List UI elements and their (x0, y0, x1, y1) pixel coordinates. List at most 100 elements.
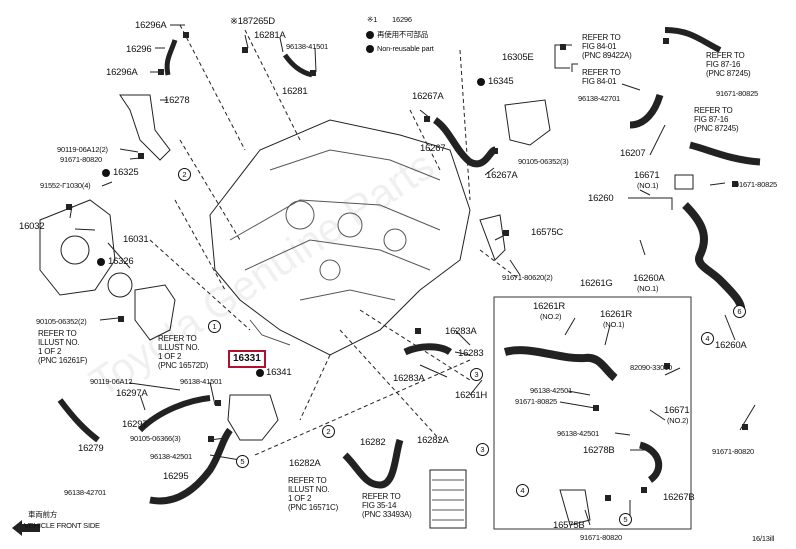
refer-note-7[interactable]: REFER TO FIG 87-16 (PNC 87245) (706, 51, 751, 78)
housing-16032 (39, 199, 116, 296)
note-label: (NO.1) (603, 320, 625, 329)
refer-note-2[interactable]: REFER TO ILLUST NO. 1 OF 2 (PNC 16572D) (158, 334, 209, 370)
part-label[interactable]: 16297A (116, 388, 148, 399)
part-label[interactable]: 16296A (106, 67, 138, 78)
part-label[interactable]: 16267B (663, 492, 695, 503)
refer-note-3[interactable]: REFER TO ILLUST NO. 1 OF 2 (PNC 16571C) (288, 476, 339, 512)
hose-16260 (682, 202, 746, 317)
part-label[interactable]: 16283A (445, 326, 477, 337)
part-label[interactable]: 91671-80820 (580, 533, 623, 542)
callout-4[interactable]: 4 (701, 332, 714, 345)
part-label[interactable]: 90119-06A12(2) (57, 145, 108, 154)
part-label[interactable]: 16671 (634, 170, 660, 181)
part-label[interactable]: 96138-41501 (180, 377, 223, 386)
part-label[interactable]: 16671 (664, 405, 690, 416)
part-label[interactable]: 16260A (633, 273, 665, 284)
part-label[interactable]: ※187265D (230, 16, 275, 27)
refer-note-4[interactable]: REFER TO FIG 35-14 (PNC 33493A) (362, 492, 412, 519)
part-label[interactable]: 91552-Г1030(4) (40, 181, 91, 190)
refer-note-1[interactable]: REFER TO ILLUST NO. 1 OF 2 (PNC 16261F) (38, 329, 88, 365)
callout-1[interactable]: 1 (208, 320, 221, 333)
part-label[interactable]: 16282A (417, 435, 449, 446)
part-label[interactable]: 16296 (126, 44, 152, 55)
part-label[interactable]: 16260A (715, 340, 747, 351)
part-label[interactable]: 16279 (78, 443, 104, 454)
hose-16297 (137, 395, 211, 433)
part-label[interactable]: 16267A (412, 91, 444, 102)
part-label[interactable]: 16207 (620, 148, 646, 159)
part-label[interactable]: 16325 (113, 167, 139, 178)
oil-cooler (429, 469, 467, 529)
part-label[interactable]: 16282 (360, 437, 386, 448)
vehicle-front-jp: 車両前方 (28, 510, 58, 519)
part-label[interactable]: 16031 (123, 234, 149, 245)
part-label[interactable]: 90105-06352(2) (36, 317, 87, 326)
hose-16279 (57, 398, 100, 443)
part-label[interactable]: 16295 (163, 471, 189, 482)
part-label[interactable]: 91671-80825 (515, 397, 558, 406)
part-label[interactable]: 16297 (122, 419, 148, 430)
part-label[interactable]: 16260 (588, 193, 614, 204)
part-label[interactable]: 16278B (583, 445, 615, 456)
part-label[interactable]: 16032 (19, 221, 45, 232)
part-label[interactable]: 90105-06366(3) (130, 434, 181, 443)
part-label[interactable]: 16283 (458, 348, 484, 359)
refer-note-8[interactable]: REFER TO FIG 87-16 (PNC 87245) (694, 106, 739, 133)
callout-2[interactable]: 2 (178, 168, 191, 181)
hose-16296 (164, 39, 178, 76)
part-label[interactable]: 16283A (393, 373, 425, 384)
right-group-box (493, 296, 692, 530)
part-label[interactable]: 16261H (455, 390, 488, 401)
part-label[interactable]: 16261R (533, 301, 566, 312)
note-label: (NO.2) (540, 312, 562, 321)
callout-2[interactable]: 2 (322, 425, 335, 438)
callout-5[interactable]: 5 (619, 513, 632, 526)
part-label[interactable]: 91671-80820 (712, 447, 755, 456)
part-label[interactable]: 16575B (553, 520, 585, 531)
part-label[interactable]: 96138-41501 (286, 42, 329, 51)
callout-5[interactable]: 5 (236, 455, 249, 468)
part-label[interactable]: 90119-06A12 (90, 377, 133, 386)
part-label[interactable]: 96138-42701 (578, 94, 621, 103)
part-label[interactable]: 16261R (600, 309, 633, 320)
hose-16278B (638, 441, 663, 483)
highlighted-part-16331[interactable]: 16331 (228, 350, 266, 368)
refer-note-6[interactable]: REFER TO FIG 84-01 (582, 68, 621, 86)
part-label[interactable]: 16341 (266, 367, 292, 378)
part-label[interactable]: 16278 (164, 95, 190, 106)
group-label[interactable]: 16261G (580, 278, 613, 289)
part-label[interactable]: 16296A (135, 20, 167, 31)
part-label[interactable]: 82090-33010 (630, 363, 673, 372)
part-label[interactable]: 91671-80825 (735, 180, 778, 189)
part-label[interactable]: 16305E (502, 52, 534, 63)
part-label[interactable]: 90105-06352(3) (518, 157, 569, 166)
part-label[interactable]: 16281A (254, 30, 286, 41)
callout-3[interactable]: 3 (470, 368, 483, 381)
part-label[interactable]: 16282A (289, 458, 321, 469)
hose-16207b (689, 141, 761, 166)
callout-4[interactable]: 4 (516, 484, 529, 497)
part-label[interactable]: 96138-42501 (557, 429, 600, 438)
hose-16261G (503, 346, 618, 382)
part-label[interactable]: 96138-42501 (530, 386, 573, 395)
part-label[interactable]: 91671-80820 (60, 155, 103, 164)
fitting-16671 (674, 174, 694, 190)
callout-6[interactable]: 6 (733, 305, 746, 318)
part-label[interactable]: 96138-42501 (150, 452, 193, 461)
legend-mark: ※1 (367, 15, 378, 24)
part-label[interactable]: 16345 (488, 76, 514, 87)
part-label[interactable]: 91671-80825 (716, 89, 759, 98)
part-label[interactable]: 16267A (486, 170, 518, 181)
part-label[interactable]: 16267 (420, 143, 446, 154)
hose-16207 (629, 93, 664, 129)
part-label[interactable]: 16326 (108, 256, 134, 267)
refer-note-5[interactable]: REFER TO FIG 84-01 (PNC 89422A) (582, 33, 632, 60)
part-label[interactable]: 96138-42701 (64, 488, 107, 497)
part-label[interactable]: 16281 (282, 86, 308, 97)
part-label[interactable]: 91671-80620(2) (502, 273, 553, 282)
callout-3[interactable]: 3 (476, 443, 489, 456)
part-label[interactable]: 16575C (531, 227, 564, 238)
vehicle-front-arrow (12, 520, 40, 536)
